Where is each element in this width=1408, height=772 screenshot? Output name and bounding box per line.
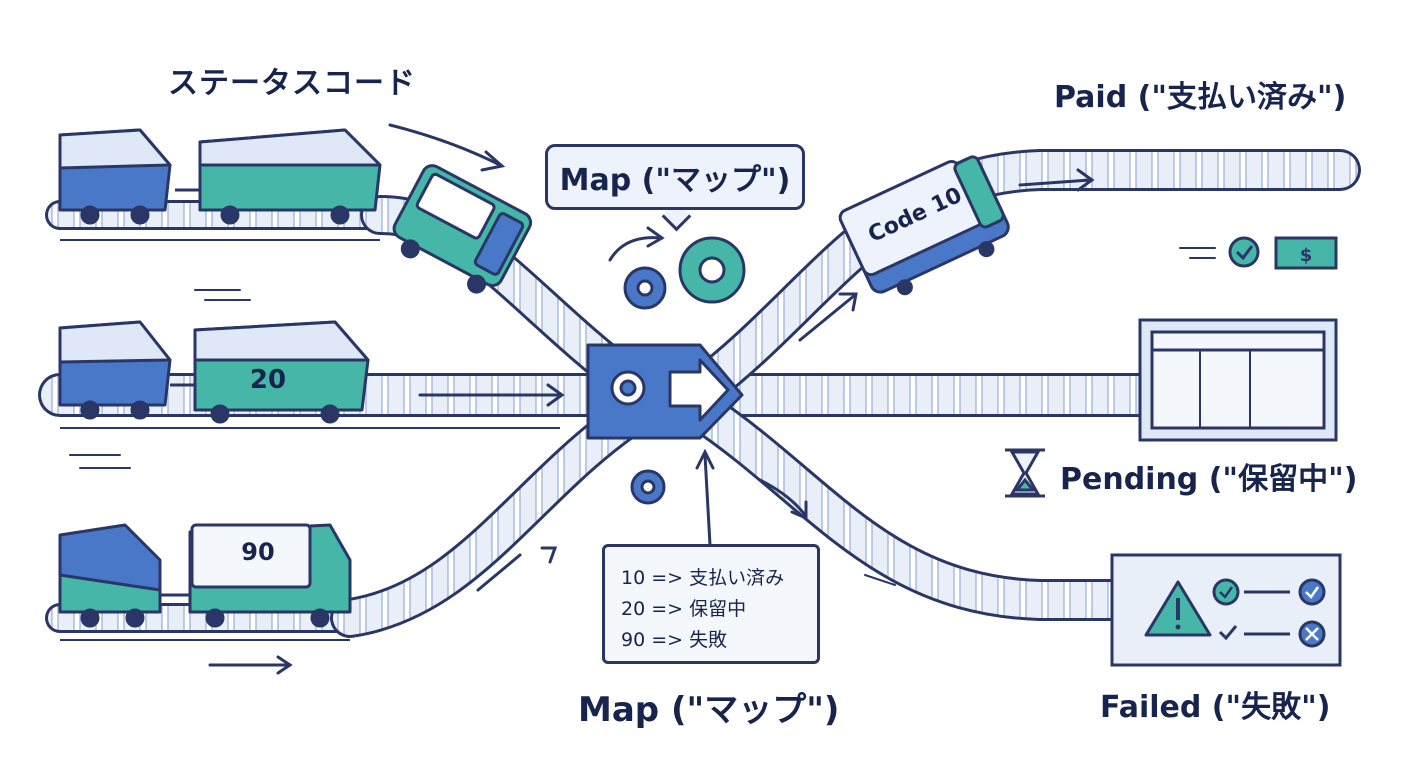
map-switch-hub (586, 343, 744, 440)
warning-triangle-icon (1144, 580, 1212, 637)
motion-lines (69, 247, 1216, 586)
flow-arrows (208, 123, 1095, 675)
mapping-rule: 10 => 支払い済み (621, 567, 785, 589)
train-middle (58, 320, 370, 424)
failed-station-panel (1110, 553, 1342, 667)
paid-label: Paid ("支払い済み") (1054, 80, 1347, 115)
source-status-code-label: ステータスコード (168, 66, 416, 101)
gear-icon (630, 469, 666, 505)
map-title-label: Map ("マップ") (578, 690, 840, 730)
car-code-90: 90 (241, 538, 274, 566)
pending-label: Pending ("保留中") (1060, 462, 1358, 497)
car-code-20: 20 (250, 365, 286, 395)
ground-lines (60, 239, 560, 641)
track-bottom-branch (330, 390, 660, 638)
dollar-bill-icon: $ (1274, 236, 1338, 270)
svg-text:$: $ (1300, 245, 1313, 266)
check-circle-icon (1212, 578, 1290, 606)
train-bottom (58, 523, 352, 628)
check-circle-icon (1298, 578, 1326, 606)
train-top-left (58, 128, 533, 294)
check-circle-icon (1228, 236, 1260, 268)
train-code-10 (838, 155, 1010, 296)
pending-station-building (1138, 318, 1338, 442)
gear-icon (678, 236, 746, 304)
map-bubble-text: Map ("マップ") (559, 163, 791, 198)
map-speech-bubble: Map ("マップ") (545, 144, 805, 210)
track-to-failed (679, 389, 1136, 621)
gear-icon (623, 266, 667, 310)
mapping-rules-box: 10 => 支払い済み 20 => 保留中 90 => 失敗 (602, 544, 820, 664)
failed-label: Failed ("失敗") (1100, 690, 1331, 725)
hourglass-icon (1005, 448, 1045, 498)
cross-circle-icon (1298, 620, 1326, 648)
direction-arrow-icon (668, 358, 730, 422)
mapping-rule: 20 => 保留中 (621, 598, 747, 620)
check-mark-icon (1218, 625, 1290, 641)
mapping-rule: 90 => 失敗 (621, 629, 728, 651)
